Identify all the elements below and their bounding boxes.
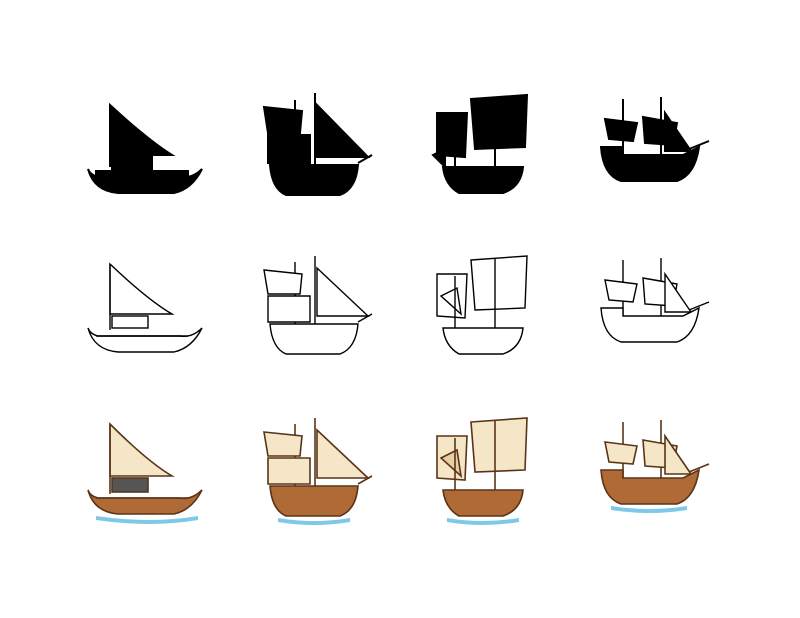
schooner-outline-icon [230,250,390,390]
junk-silhouette-icon [395,85,555,225]
lateen-boat-outline-icon [70,250,230,390]
junk-color-icon [395,410,555,550]
schooner-silhouette-icon [230,85,390,225]
galleon-color-icon [565,410,725,550]
lateen-boat-silhouette-icon [70,85,230,225]
lateen-boat-color-icon [70,410,230,550]
junk-outline-icon [395,250,555,390]
galleon-outline-icon [565,250,725,390]
galleon-silhouette-icon [565,85,725,225]
schooner-color-icon [230,410,390,550]
